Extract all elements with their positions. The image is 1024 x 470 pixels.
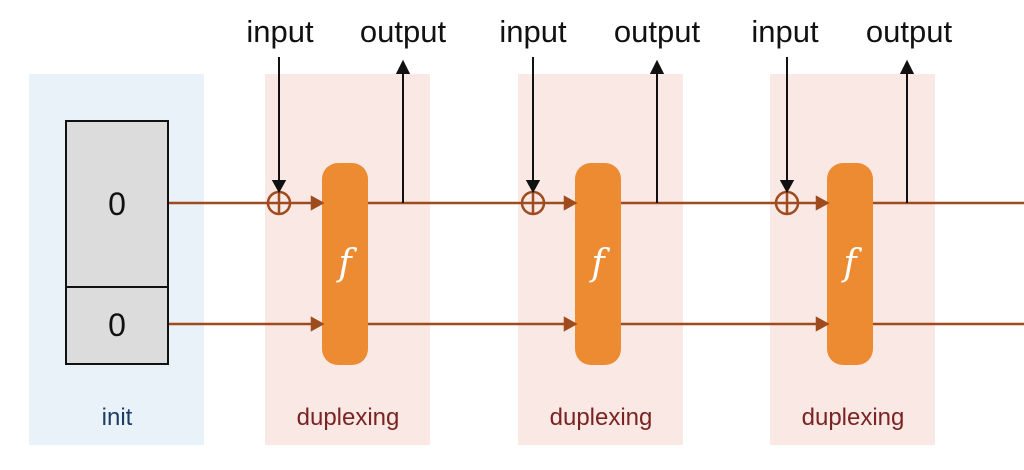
output-arrow-up-icon <box>395 59 411 203</box>
input-arrow-down-icon <box>525 57 541 194</box>
permutation-box-1: f <box>322 163 368 365</box>
input-arrows <box>271 57 795 194</box>
duplexing-phase-label-3: duplexing <box>801 404 905 431</box>
init-phase-label: init <box>101 404 133 431</box>
output-arrow-up-icon <box>649 59 665 203</box>
output-label-2: output <box>613 14 701 49</box>
permutation-function-label: f <box>843 243 857 284</box>
capacity-wire <box>169 316 1024 332</box>
input-label-2: input <box>499 14 567 49</box>
output-arrow-up-icon <box>899 59 915 203</box>
output-label-1: output <box>359 14 447 49</box>
rate-wire <box>169 195 1024 211</box>
state-cell-capacity: 0 <box>108 307 126 343</box>
duplexing-phase-label-1: duplexing <box>296 404 400 431</box>
input-label-3: input <box>751 14 819 49</box>
input-arrow-down-icon <box>779 57 795 194</box>
output-label-3: output <box>865 14 953 49</box>
permutation-function-label: f <box>591 243 605 284</box>
output-arrows <box>395 59 915 203</box>
duplexing-phase-label-2: duplexing <box>549 404 653 431</box>
permutation-function-label: f <box>338 243 352 284</box>
permutation-box-2: f <box>575 163 621 365</box>
state-cell-rate: 0 <box>67 122 167 288</box>
input-label-1: input <box>246 14 314 49</box>
permutation-box-3: f <box>827 163 873 365</box>
initial-state-box: 0 0 <box>65 120 169 365</box>
input-arrow-down-icon <box>271 57 287 194</box>
